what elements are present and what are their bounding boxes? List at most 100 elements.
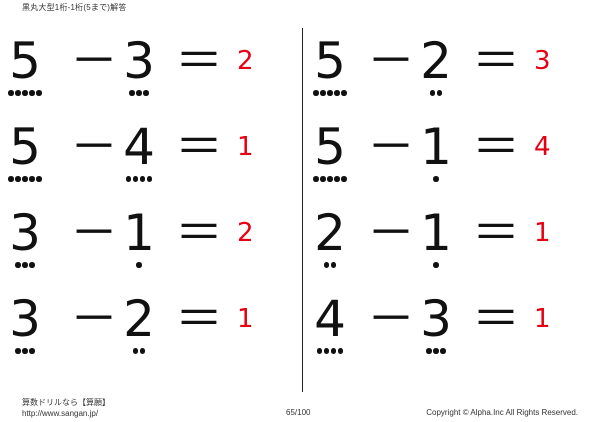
counting-dot	[433, 348, 439, 354]
minuend: 3	[9, 204, 41, 262]
minuend-dots	[8, 176, 42, 182]
counting-dot	[8, 90, 14, 96]
counting-dot	[313, 90, 319, 96]
minus-sign: －	[367, 205, 416, 261]
minus-sign: －	[70, 291, 119, 347]
counting-dot	[143, 90, 149, 96]
counting-dot	[125, 176, 132, 182]
equals-sign: ＝	[175, 205, 224, 261]
problem-7: 2 － 1 ＝ 1	[305, 194, 595, 280]
minuend-dots	[15, 262, 35, 268]
counting-dot	[36, 90, 42, 96]
subtrahend-dots	[136, 262, 142, 268]
counting-dot	[327, 90, 333, 96]
minuend-dots	[313, 176, 347, 182]
answer: 1	[534, 304, 551, 334]
counting-dot	[132, 348, 139, 354]
minuend-dots	[323, 262, 337, 268]
counting-dot	[320, 90, 326, 96]
counting-dot	[433, 262, 439, 268]
problem-column-left: 5 － 3 ＝ 2 5 － 4 ＝ 1 3 － 1 ＝ 2 3 － 2 ＝ 1	[0, 0, 290, 422]
counting-dot	[323, 262, 330, 268]
counting-dot	[136, 262, 142, 268]
column-divider	[302, 28, 303, 392]
counting-dot	[15, 262, 21, 268]
counting-dot	[330, 348, 337, 354]
answer: 1	[534, 218, 551, 248]
counting-dot	[29, 90, 35, 96]
counting-dot	[146, 176, 153, 182]
counting-dot	[36, 176, 42, 182]
subtrahend-dots	[129, 90, 149, 96]
equals-sign: ＝	[472, 33, 521, 89]
subtrahend-dots	[132, 348, 146, 354]
counting-dot	[426, 348, 432, 354]
counting-dot	[22, 176, 28, 182]
equals-sign: ＝	[175, 119, 224, 175]
minuend: 2	[314, 204, 346, 262]
problem-5: 5 － 2 ＝ 3	[305, 22, 595, 108]
minus-sign: －	[367, 119, 416, 175]
minuend: 5	[314, 118, 346, 176]
problem-6: 5 － 1 ＝ 4	[305, 108, 595, 194]
equals-sign: ＝	[472, 119, 521, 175]
minus-sign: －	[70, 119, 119, 175]
problem-4: 3 － 2 ＝ 1	[0, 280, 290, 366]
subtrahend: 1	[123, 204, 155, 262]
counting-dot	[22, 348, 28, 354]
subtrahend: 1	[420, 204, 452, 262]
counting-dot	[334, 176, 340, 182]
counting-dot	[29, 262, 35, 268]
counting-dot	[316, 348, 323, 354]
counting-dot	[15, 348, 21, 354]
problem-1: 5 － 3 ＝ 2	[0, 22, 290, 108]
minus-sign: －	[70, 33, 119, 89]
copyright-notice: Copyright © Alpha.Inc All Rights Reserve…	[426, 408, 578, 417]
answer: 1	[237, 132, 254, 162]
answer: 2	[237, 46, 254, 76]
footer-url-link[interactable]: http://www.sangan.jp/	[22, 409, 99, 418]
counting-dot	[15, 90, 21, 96]
counting-dot	[136, 90, 142, 96]
subtrahend: 4	[123, 118, 155, 176]
subtrahend-dots	[125, 176, 153, 182]
minuend: 5	[314, 32, 346, 90]
subtrahend-dots	[429, 90, 443, 96]
minuend: 4	[314, 290, 346, 348]
subtrahend: 2	[123, 290, 155, 348]
subtrahend: 2	[420, 32, 452, 90]
counting-dot	[341, 90, 347, 96]
counting-dot	[320, 176, 326, 182]
counting-dot	[337, 348, 344, 354]
counting-dot	[22, 262, 28, 268]
counting-dot	[440, 348, 446, 354]
counting-dot	[327, 176, 333, 182]
minuend-dots	[8, 90, 42, 96]
subtrahend: 3	[420, 290, 452, 348]
problem-column-right: 5 － 2 ＝ 3 5 － 1 ＝ 4 2 － 1 ＝ 1 4 － 3 ＝ 1	[305, 0, 595, 422]
subtrahend-dots	[433, 262, 439, 268]
counting-dot	[139, 348, 146, 354]
subtrahend: 1	[420, 118, 452, 176]
subtrahend: 3	[123, 32, 155, 90]
equals-sign: ＝	[175, 33, 224, 89]
counting-dot	[436, 90, 443, 96]
counting-dot	[129, 90, 135, 96]
problem-3: 3 － 1 ＝ 2	[0, 194, 290, 280]
counting-dot	[15, 176, 21, 182]
answer: 2	[237, 218, 254, 248]
minuend-dots	[15, 348, 35, 354]
minuend-dots	[316, 348, 344, 354]
subtrahend-dots	[433, 176, 439, 182]
equals-sign: ＝	[472, 291, 521, 347]
answer: 4	[534, 132, 551, 162]
counting-dot	[330, 262, 337, 268]
sheet-title: 黒丸大型1桁-1桁(5まで)解答	[22, 3, 127, 12]
problem-8: 4 － 3 ＝ 1	[305, 280, 595, 366]
answer: 3	[534, 46, 551, 76]
counting-dot	[313, 176, 319, 182]
minus-sign: －	[70, 205, 119, 261]
minuend: 5	[9, 32, 41, 90]
equals-sign: ＝	[175, 291, 224, 347]
minuend-dots	[313, 90, 347, 96]
